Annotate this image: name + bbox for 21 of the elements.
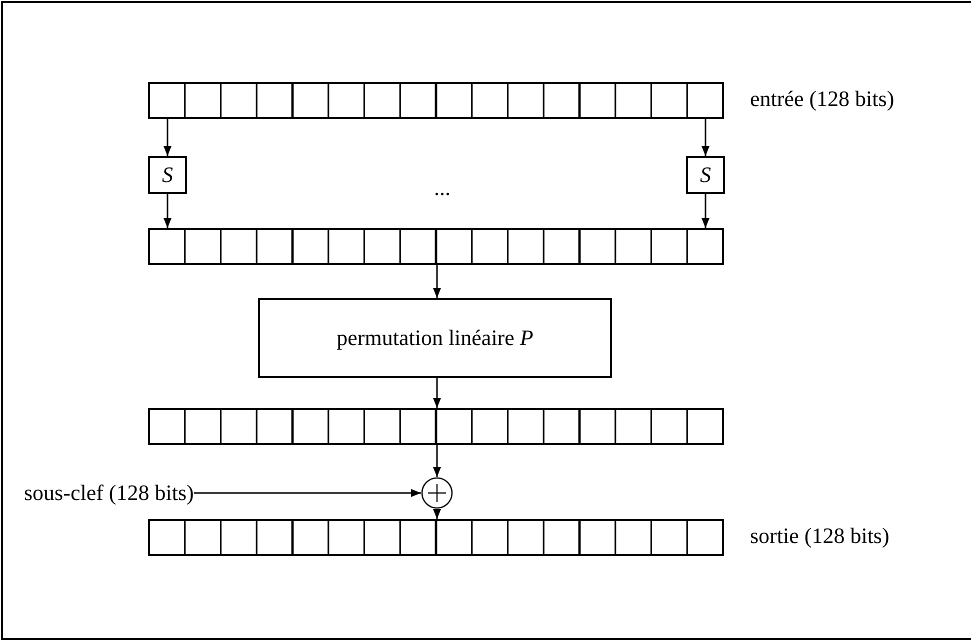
arrow: [433, 378, 441, 408]
process-box: permutation linéaire P: [258, 298, 612, 378]
s-box: S: [148, 156, 187, 194]
register-label: sortie (128 bits): [750, 523, 890, 549]
xor-circle: [421, 477, 453, 509]
register-bar: [148, 408, 724, 445]
register-bar: [148, 228, 724, 265]
s-box: S: [686, 156, 725, 194]
ellipsis-label: ...: [434, 175, 450, 201]
arrow: [702, 194, 710, 228]
arrow: [164, 119, 172, 156]
arrow: [433, 509, 441, 519]
input-label: sous-clef (128 bits): [24, 478, 194, 508]
arrow: [194, 489, 421, 497]
register-bar: [148, 519, 724, 556]
arrow: [433, 445, 441, 477]
arrow: [433, 265, 441, 298]
arrow: [164, 194, 172, 228]
register-bar: [148, 82, 724, 119]
arrow: [702, 119, 710, 156]
register-label: entrée (128 bits): [750, 86, 894, 112]
